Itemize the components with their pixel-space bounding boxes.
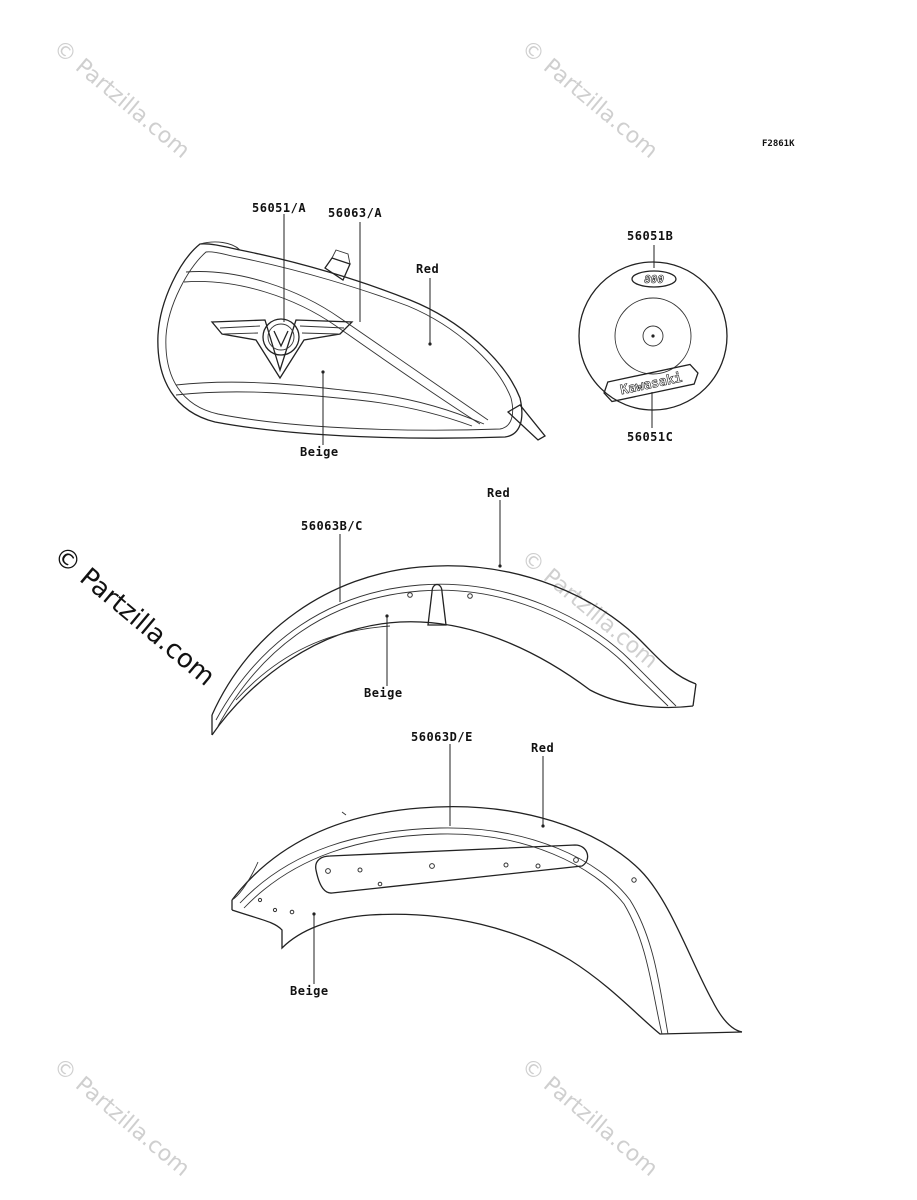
fuel-tank-drawing <box>157 214 546 445</box>
figure-code: F2861K <box>762 139 795 149</box>
v-emblem <box>210 318 354 380</box>
badge-800: 800 <box>631 270 677 288</box>
side-cover-drawing: 800 Kawasaki <box>578 245 728 428</box>
tank-emblem-callout: 56051/A <box>252 201 306 215</box>
cover-top-callout: 56051B <box>627 229 673 243</box>
rear-fender-callout: 56063D/E <box>411 730 473 744</box>
watermark-top-left: © Partzilla.com <box>48 35 194 163</box>
badge-800-text: 800 <box>644 273 664 286</box>
watermark-main: © Partzilla.com <box>48 540 221 692</box>
tank-color-red: Red <box>416 262 439 276</box>
rear-fender-color-beige: Beige <box>290 984 329 998</box>
tank-color-beige: Beige <box>300 445 339 459</box>
tank-stripe-callout: 56063/A <box>328 206 382 220</box>
cover-bottom-callout: 56051C <box>627 430 673 444</box>
watermark-top-right: © Partzilla.com <box>516 35 662 163</box>
badge-kawasaki: Kawasaki <box>603 363 699 403</box>
badge-kawasaki-text: Kawasaki <box>619 371 684 399</box>
watermark-text: © Partzilla.com <box>516 1053 662 1181</box>
watermark-main-text: © Partzilla.com <box>48 540 221 692</box>
watermark-bottom-right: © Partzilla.com <box>516 1053 662 1181</box>
front-fender-color-beige: Beige <box>364 686 403 700</box>
watermark-text: © Partzilla.com <box>48 1053 194 1181</box>
rear-fender-color-red: Red <box>531 741 554 755</box>
front-fender-color-red: Red <box>487 486 510 500</box>
watermark-bottom-left: © Partzilla.com <box>48 1053 194 1181</box>
rear-fender-drawing <box>231 744 743 1035</box>
front-fender-drawing <box>211 500 697 736</box>
front-fender-callout: 56063B/C <box>301 519 363 533</box>
watermark-text: © Partzilla.com <box>48 35 194 163</box>
watermark-text: © Partzilla.com <box>516 35 662 163</box>
